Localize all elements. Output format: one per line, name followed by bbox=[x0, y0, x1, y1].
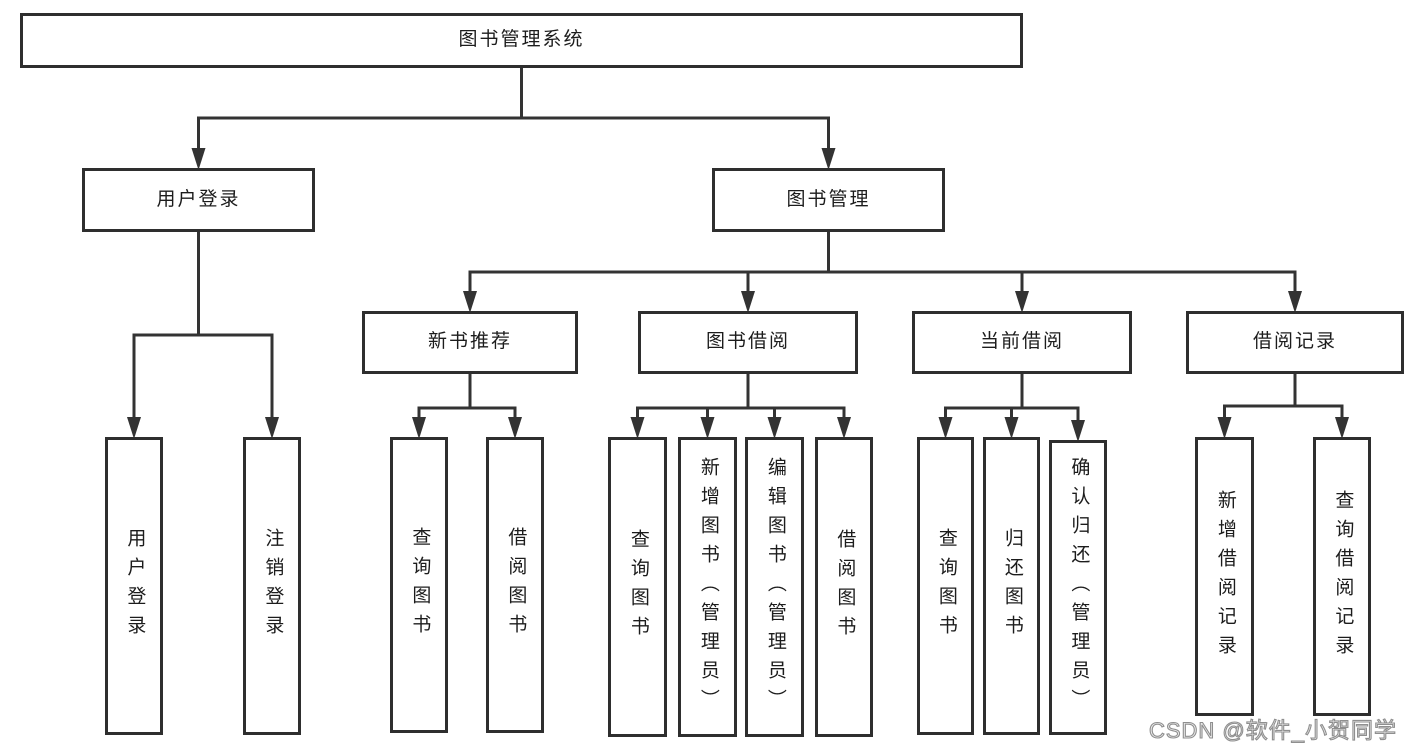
diagram-node-borrow-record: 借阅记录 bbox=[1186, 311, 1404, 374]
diagram-node-query3: 查询图书 bbox=[917, 437, 974, 735]
diagram-node-return-book: 归还图书 bbox=[983, 437, 1040, 735]
diagram-node-book-mgmt: 图书管理 bbox=[712, 168, 945, 232]
diagram-node-query-record: 查询借阅记录 bbox=[1313, 437, 1371, 716]
diagram-node-confirm-return: 确认归还（管理员） bbox=[1049, 440, 1107, 735]
diagram-node-borrow1: 借阅图书 bbox=[486, 437, 544, 733]
diagram-node-add-record: 新增借阅记录 bbox=[1195, 437, 1254, 716]
diagram-node-root: 图书管理系统 bbox=[20, 13, 1023, 68]
diagram-node-current-borrow: 当前借阅 bbox=[912, 311, 1132, 374]
diagram-node-new-book: 新书推荐 bbox=[362, 311, 578, 374]
diagram-node-query1: 查询图书 bbox=[390, 437, 448, 733]
watermark: CSDN @软件_小贺同学 bbox=[1148, 717, 1397, 743]
diagram-node-borrow2: 借阅图书 bbox=[815, 437, 873, 737]
diagram-node-user-login: 用户登录 bbox=[82, 168, 315, 232]
diagram-node-query2: 查询图书 bbox=[608, 437, 667, 737]
diagram-node-edit-book: 编辑图书（管理员） bbox=[745, 437, 804, 737]
diagram-node-logout: 注销登录 bbox=[243, 437, 301, 735]
diagram-node-login: 用户登录 bbox=[105, 437, 163, 735]
diagram-node-add-book: 新增图书（管理员） bbox=[678, 437, 737, 737]
diagram-node-book-borrow: 图书借阅 bbox=[638, 311, 858, 374]
